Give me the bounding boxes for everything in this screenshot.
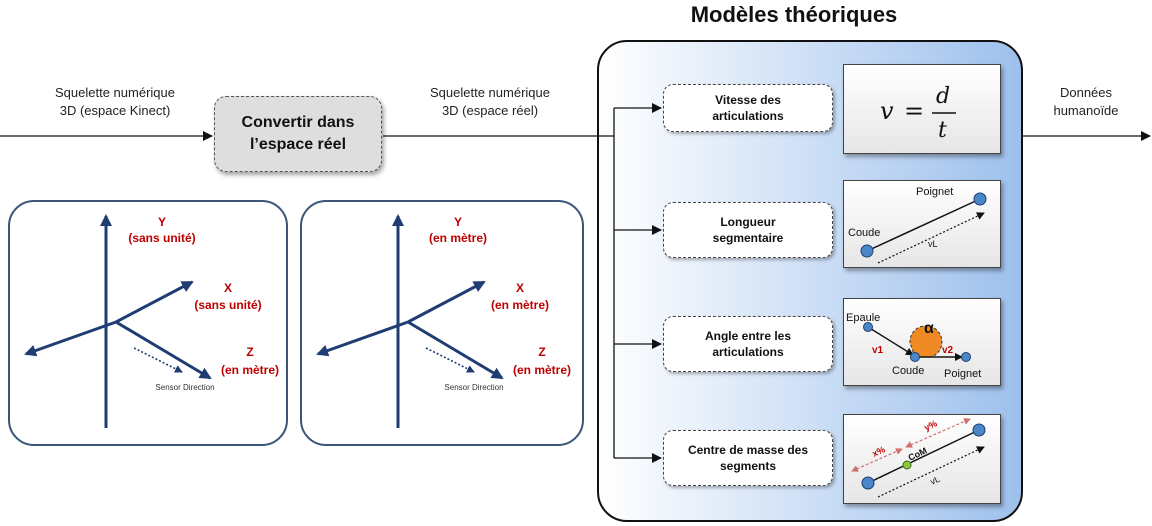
z-axis-unit: (en mètre) <box>513 363 571 377</box>
real-axes-diagram: Y (en mètre) X (en mètre) Z (en mètre) S… <box>316 214 571 428</box>
y-percent-label: y% <box>923 418 939 433</box>
z-axis-label: Z <box>538 345 545 359</box>
alpha-sector <box>909 325 943 358</box>
z-axis-unit: (en mètre) <box>221 363 279 377</box>
model-velocity-line1: Vitesse des <box>715 93 781 107</box>
sensor-direction-label: Sensor Direction <box>155 383 214 392</box>
kinect-axes-panel: Y (sans unité) X (sans unité) Z (en mètr… <box>8 200 288 446</box>
input-label-line2: 3D (espace Kinect) <box>59 103 171 118</box>
model-velocity: Vitesse des articulations <box>663 84 833 132</box>
convert-box-line1: Convertir dans <box>241 114 355 131</box>
center-of-mass-diagram: x% y% CoM vL <box>851 418 986 498</box>
coude-joint <box>910 352 920 362</box>
segment-line <box>866 198 981 252</box>
y-axis-label: Y <box>158 215 166 229</box>
mid-label: Squelette numérique 3D (espace réel) <box>405 84 575 120</box>
model-segment-length: Longueur segmentaire <box>663 202 833 258</box>
mid-label-line1: Squelette numérique <box>430 85 550 100</box>
model-center-of-mass: Centre de masse des segments <box>663 430 833 486</box>
joint-angle-diagram: Epaule v1 v2 α Coude Poignet <box>846 312 981 380</box>
y-axis-label: Y <box>454 215 462 229</box>
segment-end-joint <box>972 423 986 437</box>
coude-label: Coude <box>848 227 880 239</box>
model-joint-angle: Angle entre les articulations <box>663 316 833 372</box>
sensor-direction-arrow <box>133 347 183 373</box>
poignet-label: Poignet <box>944 368 981 380</box>
model-center-of-mass-line2: segments <box>719 459 777 473</box>
segment-vector-label: vL <box>928 239 938 249</box>
com-vector-arrow <box>877 446 985 498</box>
com-vector-label: vL <box>929 474 942 487</box>
x-axis-unit: (sans unité) <box>194 298 261 312</box>
v1-vector <box>867 326 914 356</box>
y-axis-unit: (sans unité) <box>128 231 195 245</box>
com-point <box>902 460 912 470</box>
input-label-line1: Squelette numérique <box>55 85 175 100</box>
output-label: Données humanoïde <box>1030 84 1142 120</box>
coude-joint <box>860 244 874 258</box>
x-percent-arrow <box>851 448 903 472</box>
sensor-direction-label: Sensor Direction <box>444 383 503 392</box>
poignet-label: Poignet <box>916 186 953 198</box>
formula-denominator: t <box>938 118 947 143</box>
epaule-label: Epaule <box>846 312 880 324</box>
page-title: Modèles théoriques <box>690 2 898 27</box>
velocity-formula: v = d t <box>880 84 956 143</box>
sensor-direction-arrow <box>425 347 475 373</box>
y-percent-arrow <box>905 418 971 448</box>
x-axis-negative <box>316 320 409 357</box>
x-percent-label: x% <box>871 444 887 459</box>
convert-box: Convertir dans l’espace réel <box>214 96 382 172</box>
segment-start-joint <box>861 476 875 490</box>
output-label-line1: Données <box>1059 85 1113 100</box>
coude-label: Coude <box>892 365 924 377</box>
model-velocity-line2: articulations <box>712 109 784 123</box>
formula-numerator: d <box>936 84 950 109</box>
z-axis <box>407 320 504 380</box>
alpha-label: α <box>924 320 934 337</box>
real-axes-panel: Y (en mètre) X (en mètre) Z (en mètre) S… <box>300 200 584 446</box>
poignet-joint <box>961 352 971 362</box>
kinect-axes-diagram: Y (sans unité) X (sans unité) Z (en mètr… <box>24 214 279 428</box>
model-center-of-mass-line1: Centre de masse des <box>687 443 809 457</box>
model-joint-angle-line1: Angle entre les <box>704 329 792 343</box>
z-axis-label: Z <box>246 345 253 359</box>
x-axis-label: X <box>516 281 524 295</box>
output-label-line2: humanoïde <box>1053 103 1119 118</box>
com-label: CoM <box>907 446 929 463</box>
segment-length-panel: Poignet Coude vL <box>843 180 1001 268</box>
v1-label: v1 <box>872 345 884 356</box>
model-segment-length-line2: segmentaire <box>712 231 784 245</box>
formula-equals: = <box>904 97 924 125</box>
joint-angle-panel: Epaule v1 v2 α Coude Poignet <box>843 298 1001 386</box>
x-axis-negative <box>24 320 117 357</box>
epaule-joint <box>863 322 873 332</box>
mid-label-line2: 3D (espace réel) <box>441 103 539 118</box>
x-axis-unit: (en mètre) <box>491 298 549 312</box>
velocity-formula-panel: v = d t <box>843 64 1001 154</box>
z-axis <box>115 320 212 380</box>
x-axis-positive <box>115 280 194 324</box>
poignet-joint <box>973 192 987 206</box>
v2-label: v2 <box>942 345 954 356</box>
center-of-mass-panel: x% y% CoM vL <box>843 414 1001 504</box>
x-axis-label: X <box>224 281 232 295</box>
model-joint-angle-line2: articulations <box>712 345 784 359</box>
input-label: Squelette numérique 3D (espace Kinect) <box>30 84 200 120</box>
segment-vector-arrow <box>877 212 985 264</box>
y-axis-unit: (en mètre) <box>429 231 487 245</box>
model-segment-length-line1: Longueur <box>720 215 776 229</box>
convert-box-line2: l’espace réel <box>249 136 347 153</box>
formula-lhs: v <box>880 97 894 125</box>
segment-length-diagram: Poignet Coude vL <box>848 186 987 264</box>
x-axis-positive <box>407 280 486 324</box>
